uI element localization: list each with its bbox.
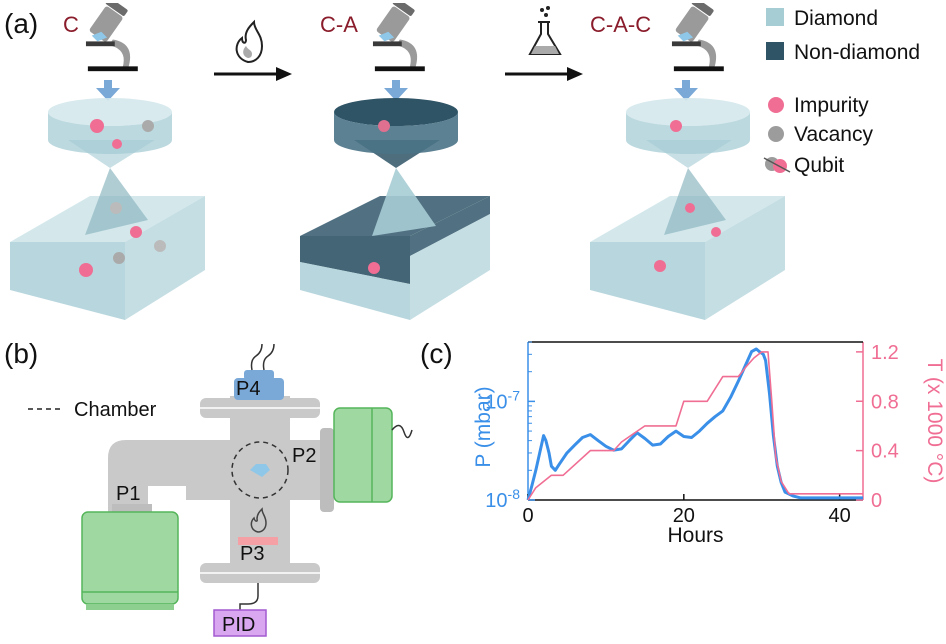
port-label-p1: P1 (116, 483, 140, 505)
stage-label-c: C (63, 12, 79, 37)
stage-label-ca: C-A (320, 12, 358, 37)
arrow-right-icon (505, 67, 583, 81)
port-label-p2: P2 (292, 445, 316, 467)
y-tick-label: 10-7 (485, 387, 520, 413)
legend-swatch-impurity (768, 97, 784, 113)
chamber-label: Chamber (74, 399, 157, 421)
temperature-series-line (527, 351, 863, 501)
legend-swatch-nondiamond (766, 42, 784, 60)
x-tick-label: 40 (829, 505, 851, 527)
legend-text-nondiamond: Non-diamond (794, 41, 920, 64)
diamond-stage-c (10, 98, 205, 320)
x-tick-label: 20 (673, 505, 695, 527)
y2-tick-label: 0.4 (871, 441, 899, 463)
flame-icon (235, 19, 264, 64)
legend: Diamond Non-diamond Impurity Vacancy Qub… (763, 7, 920, 177)
y2-tick-label: 1.2 (871, 342, 899, 364)
microscope-icon (671, 3, 724, 72)
arrow-right-icon (214, 67, 292, 81)
x-axis-title: Hours (667, 524, 723, 547)
port-label-p3: P3 (240, 543, 264, 565)
y2-tick-label: 0.8 (871, 391, 899, 413)
panel-a-label: (a) (4, 8, 38, 39)
legend-swatch-qubit (763, 157, 791, 173)
pressure-series-line (526, 347, 863, 501)
legend-text-qubit: Qubit (794, 154, 844, 177)
panel-b-label: (b) (4, 338, 38, 369)
legend-text-vacancy: Vacancy (794, 123, 873, 146)
pid-label: PID (222, 614, 255, 636)
y-axis-title: P (mbar) (472, 386, 495, 467)
legend-swatch-diamond (766, 8, 784, 26)
y-tick-label: 10-8 (485, 486, 520, 512)
microscope-icon (85, 3, 138, 72)
vacuum-chamber (81, 343, 413, 637)
x-tick-label: 0 (522, 505, 533, 527)
y2-axis-title: T (x 1000 °C) (923, 359, 946, 484)
light-arrow (96, 80, 698, 101)
port-label-p4: P4 (236, 378, 260, 400)
diamond-stage-cac (590, 98, 785, 320)
stage-label-cac: C-A-C (590, 12, 651, 37)
y2-tick-label: 0 (871, 490, 882, 512)
panel-c-label: (c) (420, 338, 453, 369)
flask-icon (528, 6, 562, 55)
diamond-stage-ca (300, 98, 490, 320)
microscope-icon (372, 3, 425, 72)
legend-text-diamond: Diamond (794, 7, 878, 30)
legend-text-impurity: Impurity (794, 94, 869, 117)
legend-swatch-vacancy (768, 126, 784, 142)
